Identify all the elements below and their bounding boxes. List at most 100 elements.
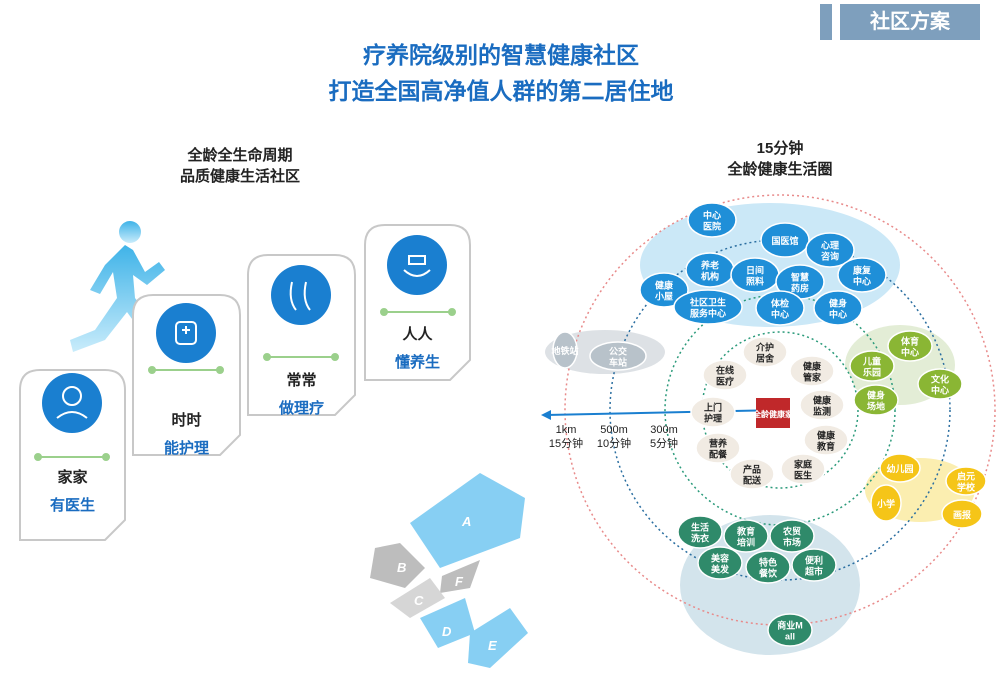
card-3-top: 常常 [286, 372, 317, 389]
transport-bus-label: 车站 [609, 357, 627, 368]
transport-metro-label: 地铁站 [551, 345, 578, 356]
left-subtitle-line1: 全龄全生命周期 [187, 147, 293, 164]
inner-service-7-label: 护理 [704, 413, 722, 424]
medical-service-3-label: 养老 [700, 260, 719, 271]
inner-service-2-label: 监测 [813, 406, 831, 417]
zone-d-shape [420, 598, 475, 648]
medical-service-4-label: 照料 [746, 276, 764, 287]
right-subtitle-line1: 15分钟 [756, 140, 804, 157]
zone-a-label: A [461, 514, 471, 529]
inner-service-0-label: 居舍 [756, 353, 775, 364]
header-tag-bar [820, 4, 832, 40]
commerce-1-label: 教育 [736, 526, 755, 537]
education-2-label: 小学 [876, 498, 895, 509]
inner-service-8-label: 医疗 [716, 376, 734, 387]
inner-service-1-label: 管家 [803, 372, 822, 383]
inner-service-4-label: 医生 [794, 470, 812, 481]
card-4-top: 人人 [402, 326, 433, 343]
education-1-label: 学校 [957, 482, 976, 493]
commerce-5-label: 便利 [805, 555, 823, 566]
education-0-label: 幼儿园 [886, 463, 913, 474]
medical-service-10-label: 中心 [829, 309, 847, 320]
inner-service-2-label: 健康 [813, 395, 832, 406]
ring-1km [564, 194, 996, 626]
inner-service-3-label: 教育 [816, 441, 835, 452]
card-3-bottom: 做理疗 [278, 400, 324, 417]
zone-e-label: E [488, 638, 497, 653]
commerce-6-label: 商业M [777, 620, 803, 631]
medical-service-4-label: 日间 [746, 265, 764, 276]
inner-service-0-label: 介护 [755, 342, 774, 353]
commerce-4-label: 特色 [759, 557, 777, 568]
commerce-0-label: 洗衣 [691, 533, 709, 544]
staircase-cards [19, 224, 471, 541]
page-title-line2: 打造全国高净值人群的第二居住地 [328, 78, 674, 104]
section-tag: 社区方案 [840, 4, 980, 40]
medical-service-3-label: 机构 [701, 271, 719, 282]
inner-service-4-label: 家庭 [794, 459, 813, 470]
medical-service-7-label: 健康 [655, 280, 674, 291]
ring-2-dist: 500m [600, 424, 628, 436]
sports-culture-1-label: 儿童 [862, 356, 881, 367]
medical-service-0-label: 中心 [703, 210, 721, 221]
card-1-top: 家家 [57, 469, 88, 486]
zone-d-label: D [442, 624, 452, 639]
medical-service-6-label: 康复 [853, 265, 872, 276]
education-0: 幼儿园 [879, 453, 921, 483]
center-box [756, 398, 790, 428]
medical-service-2-label: 咨询 [821, 251, 839, 262]
left-subtitle-line2: 品质健康生活社区 [179, 168, 300, 185]
inner-service-8-label: 在线 [716, 365, 734, 376]
commerce-6-label: all [785, 632, 795, 642]
zone-c-shape [390, 578, 445, 618]
card-2-top: 时时 [171, 412, 202, 429]
center-label: 全龄健康家 [752, 409, 794, 419]
education-3: 画报 [941, 499, 983, 529]
education-2: 小学 [870, 484, 902, 522]
card-1-bottom: 有医生 [49, 497, 95, 514]
sports-culture-2-label: 文化 [930, 374, 949, 385]
medical-service-1: 国医馆 [760, 222, 810, 258]
medical-service-2-label: 心理 [821, 241, 839, 251]
inner-service-5-label: 产品 [743, 464, 761, 475]
life-circle-diagram: 1km 15分钟 500m 10分钟 300m 5分钟 全龄健康家 介护居舍健康… [541, 194, 996, 655]
zone-b-shape [370, 543, 425, 588]
commerce-1-label: 培训 [737, 537, 755, 548]
education-1-label: 启元 [957, 471, 975, 482]
site-plan-map: A B C D E F [370, 473, 528, 668]
inner-service-6-label: 营养 [709, 438, 727, 449]
medical-service-1-label: 国医馆 [771, 235, 798, 246]
inner-service-1-label: 健康 [803, 361, 822, 372]
commerce-0-label: 生活 [691, 522, 709, 533]
right-subtitle: 15分钟 全龄健康生活圈 [680, 138, 880, 180]
card-2-bottom: 能护理 [163, 440, 209, 457]
zone-a-shape [410, 473, 525, 568]
sports-culture-3-label: 场地 [867, 401, 885, 412]
sports-culture-0-label: 中心 [901, 347, 919, 358]
medical-service-7-label: 小屋 [654, 291, 673, 302]
medical-service-5-label: 药房 [791, 283, 809, 294]
ring-1-time: 15分钟 [549, 436, 583, 450]
sports-culture-1-label: 乐园 [863, 367, 881, 378]
